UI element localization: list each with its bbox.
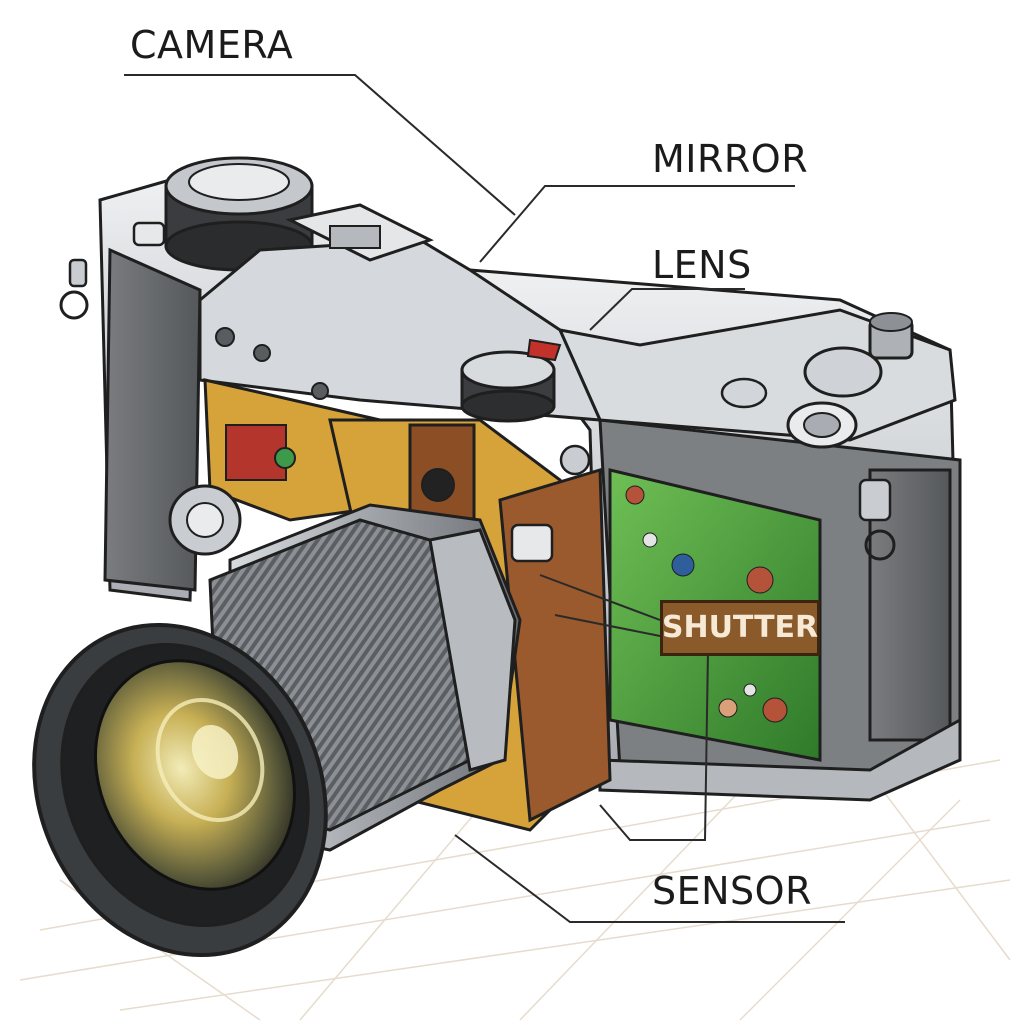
shutter-leader-line-down xyxy=(599,649,709,841)
shutter-leader-line-a xyxy=(539,574,661,621)
side-dial xyxy=(168,484,242,556)
strap-lug-right xyxy=(858,478,896,561)
top-plate-right xyxy=(557,308,957,449)
label-sensor: SENSOR xyxy=(652,869,812,913)
sensor-leader-line xyxy=(454,834,845,923)
label-shutter-tag: SHUTTER xyxy=(660,600,820,656)
mirror-leader-line xyxy=(479,185,795,263)
lens-front xyxy=(32,622,328,958)
camera-leader-line xyxy=(124,74,516,216)
mode-dial xyxy=(460,338,562,423)
label-lens: LENS xyxy=(652,243,752,287)
leader-lines xyxy=(124,74,845,923)
lens-leader-line xyxy=(589,288,745,331)
shutter-leader-line-b xyxy=(554,614,661,637)
label-mirror: MIRROR xyxy=(652,137,809,181)
label-camera: CAMERA xyxy=(130,23,294,67)
label-shutter: SHUTTER xyxy=(661,610,819,645)
